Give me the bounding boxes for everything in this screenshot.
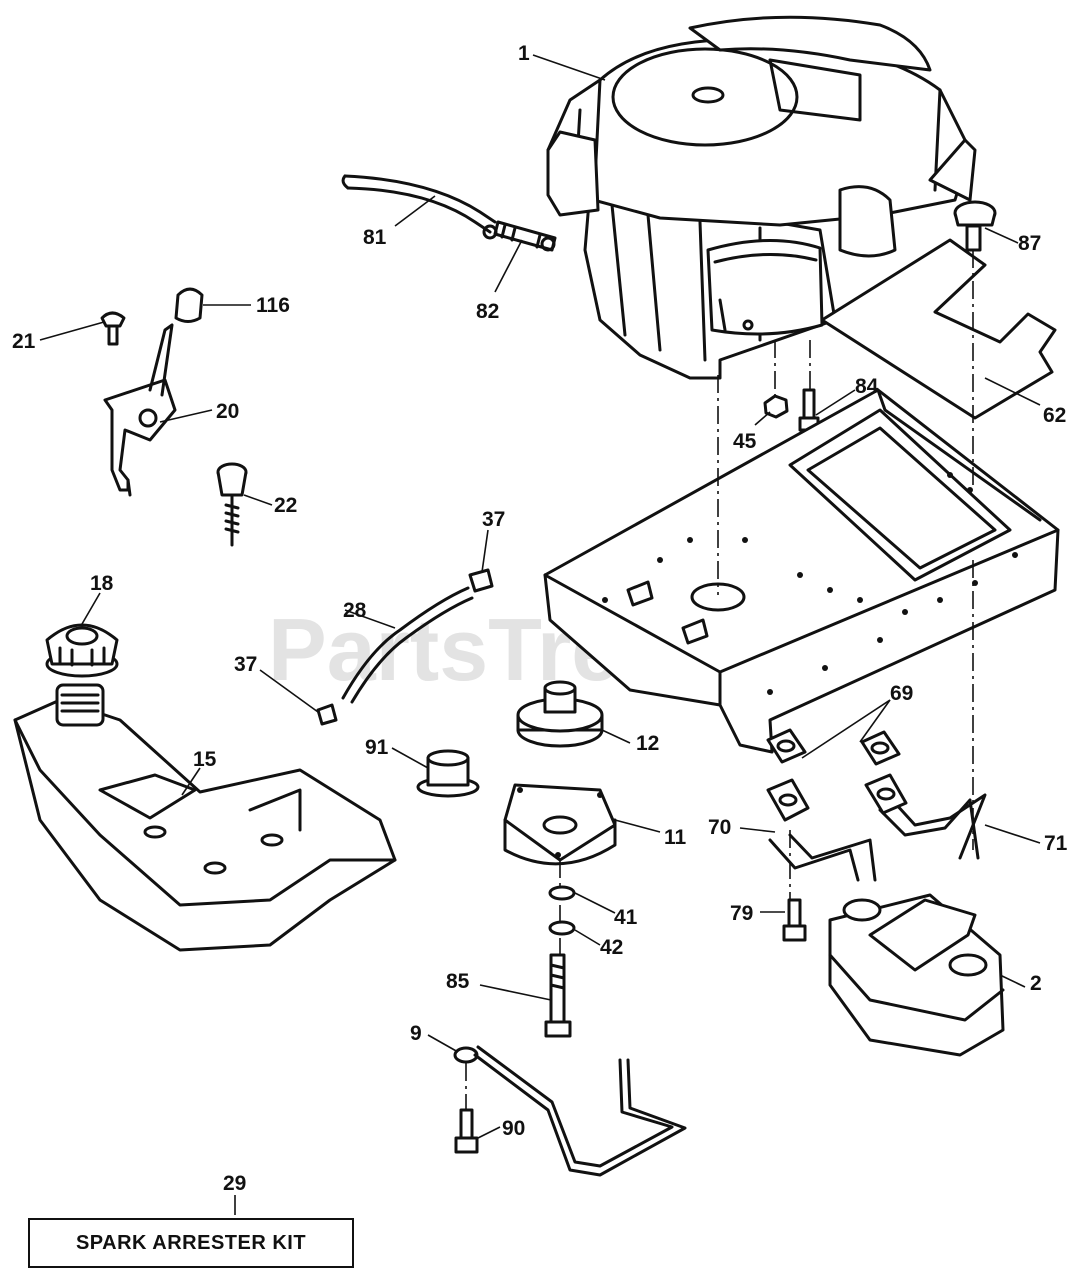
callout-62: 62	[1043, 404, 1066, 427]
callout-9: 9	[410, 1022, 422, 1045]
flat-washer[interactable]	[548, 920, 576, 936]
callout-41: 41	[614, 906, 638, 929]
callout-21: 21	[12, 330, 36, 353]
callout-70: 70	[708, 816, 731, 839]
engine[interactable]	[546, 15, 977, 380]
fuel-line[interactable]	[343, 174, 497, 224]
fuel-filter[interactable]	[482, 220, 557, 252]
exhaust-gasket-right[interactable]	[860, 730, 901, 766]
callout-18: 18	[90, 572, 114, 595]
callout-71: 71	[1044, 832, 1068, 855]
pulley[interactable]	[516, 680, 604, 748]
callout-22: 22	[274, 494, 297, 517]
callout-69: 69	[890, 682, 913, 705]
callout-29: 29	[223, 1172, 246, 1195]
callout-11: 11	[664, 826, 687, 849]
callout-79: 79	[730, 902, 753, 925]
callout-81: 81	[363, 226, 387, 249]
exhaust-bolt[interactable]	[782, 898, 807, 942]
callout-12: 12	[636, 732, 659, 755]
spark-arrester-kit-label: SPARK ARRESTER KIT	[75, 1231, 307, 1254]
callout-2: 2	[1030, 972, 1042, 995]
exhaust-gasket-left[interactable]	[766, 728, 807, 764]
callout-15: 15	[193, 748, 217, 771]
rod-bolt[interactable]	[454, 1108, 479, 1154]
callout-90: 90	[502, 1117, 525, 1140]
callout-28: 28	[343, 599, 367, 622]
muffler[interactable]	[828, 893, 1005, 1057]
callout-20: 20	[216, 400, 239, 423]
callout-42: 42	[600, 936, 623, 959]
clutch-bolt[interactable]	[544, 953, 572, 1038]
hose-clamp-lower[interactable]	[316, 703, 338, 726]
callout-85: 85	[446, 970, 470, 993]
choke-button[interactable]	[216, 462, 248, 547]
pto-clutch[interactable]	[503, 783, 617, 866]
callout-82: 82	[476, 300, 499, 323]
bushing[interactable]	[416, 749, 480, 798]
lock-washer[interactable]	[548, 885, 576, 901]
knob[interactable]	[953, 200, 997, 252]
callout-45: 45	[733, 430, 757, 453]
callout-84: 84	[855, 375, 879, 398]
callout-116: 116	[256, 294, 290, 317]
callout-1: 1	[518, 42, 530, 65]
callout-87: 87	[1018, 232, 1041, 255]
callout-37-upper: 37	[482, 508, 505, 531]
fuel-tank[interactable]	[13, 683, 397, 952]
vent-hose[interactable]	[341, 586, 470, 700]
control-rod[interactable]	[453, 1045, 687, 1177]
chassis-frame[interactable]	[543, 388, 1060, 754]
exhaust-pipe-left[interactable]	[766, 778, 877, 882]
callout-91: 91	[365, 736, 389, 759]
hose-clamp-upper[interactable]	[468, 568, 494, 593]
throttle-control[interactable]	[103, 323, 177, 497]
throttle-screw[interactable]	[100, 311, 126, 346]
throttle-knob[interactable]	[174, 287, 204, 323]
fuel-cap[interactable]	[45, 623, 119, 678]
exhaust-pipe-right[interactable]	[864, 773, 987, 860]
spark-arrester-kit-box: SPARK ARRESTER KIT	[28, 1218, 354, 1268]
callout-37-lower: 37	[234, 653, 257, 676]
